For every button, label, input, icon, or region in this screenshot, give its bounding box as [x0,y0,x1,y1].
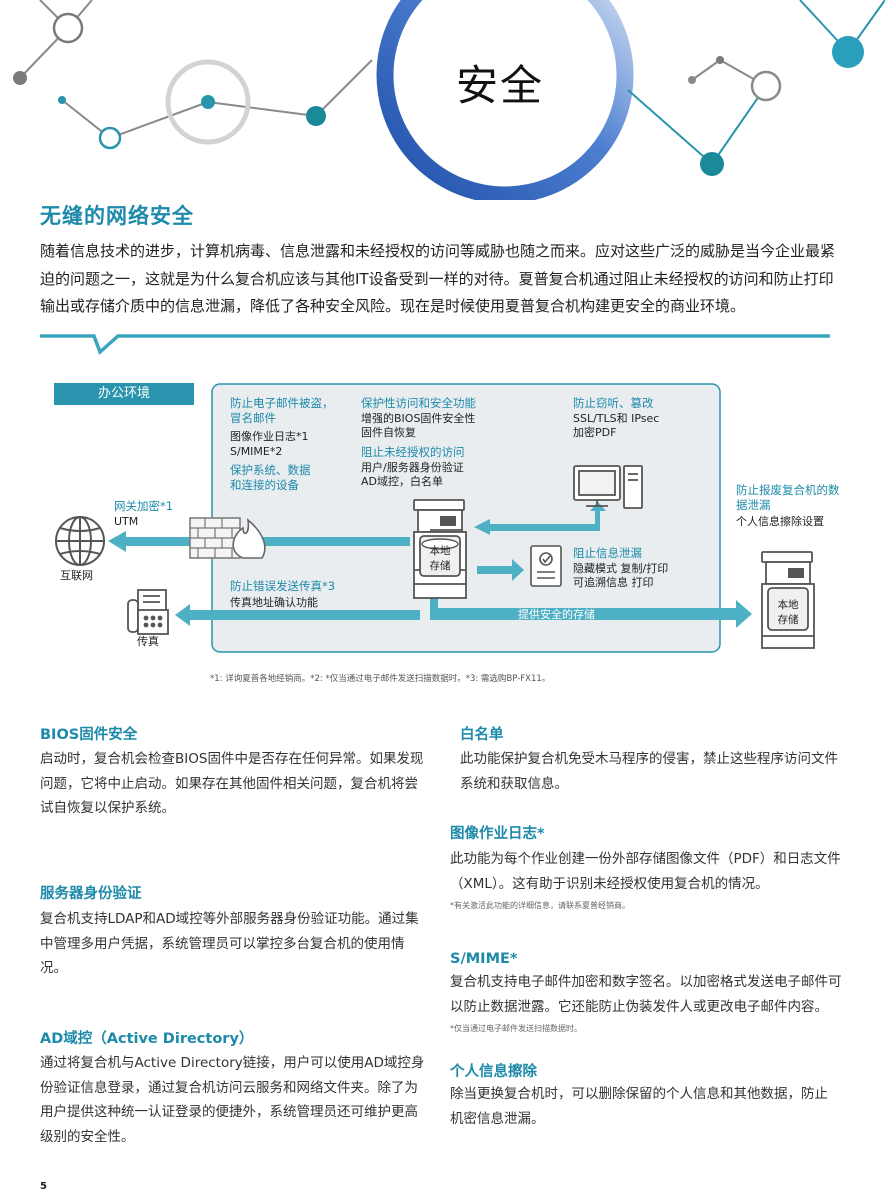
unauth-title: 阻止未经授权的访问 [361,445,465,459]
node [716,56,724,64]
smime-section-title: S/MIME* [450,951,518,967]
smime-section-body: 复合机支持电子邮件加密和数字签名。以加密格式发送电子邮件可以防止数据泄露。它还能… [450,974,842,1015]
smime-note: *仅当通过电子邮件发送扫描数据时。 [450,1024,582,1033]
auth-section-title: 服务器身份验证 [40,886,142,902]
intro-paragraph: 随着信息技术的进步，计算机病毒、信息泄露和未经授权的访问等威胁也随之而来。应对这… [40,242,836,315]
bios-title: 保护性访问和安全功能 [361,396,476,410]
node [201,95,215,109]
title-ring [376,0,634,200]
node [688,76,696,84]
fax-arrow [175,604,420,626]
storage-arrow [430,598,752,628]
page-title: 安全 [455,61,544,110]
bios-line1: 增强的BIOS固件安全性 [361,412,476,425]
node [306,106,326,126]
leak-arrow [477,559,524,581]
fax-label: 传真 [137,635,159,648]
globe-icon [55,516,105,566]
local-storage-label-disposal: 本地存储 [777,599,799,626]
page-number: 5 [40,1181,47,1192]
email-title: 防止电子邮件被盗，冒名邮件 [230,396,334,425]
storage-arrow-label: 提供安全的存储 [518,608,595,621]
node [700,152,724,176]
unauth-line1: 用户/服务器身份验证 [361,461,464,474]
computer-icon [573,465,643,509]
ad-section-title: AD域控（Active Directory） [40,1031,254,1047]
protect-devices-title: 保护系统、数据和连接的设备 [230,463,311,492]
leak-title: 阻止信息泄漏 [573,546,642,560]
secure-document-icon [530,545,562,587]
email-line2: S/MIME*2 [230,445,283,458]
computer-arrow [474,502,606,535]
joblog-section-body: 此功能为每个作业创建一份外部存储图像文件（PDF）和日志文件（XML）。这有助于… [450,851,841,892]
mfp-disposal-icon [761,551,815,649]
joblog-section-title: 图像作业日志* [450,826,545,842]
auth-section-body: 复合机支持LDAP和AD域控等外部服务器身份验证功能。通过集中管理多用户凭据，系… [40,911,419,976]
bios-section-body: 启动时，复合机会检查BIOS固件中是否存在任何异常。如果发现问题，它将中止启动。… [40,751,424,816]
node [52,12,84,44]
disposal-title: 防止报废复合机的数据泄漏 [736,483,840,512]
joblog-note: *有关激活此功能的详细信息，请联系夏普经销商。 [450,901,630,910]
eavesdrop-title: 防止窃听、篡改 [573,396,654,410]
node [98,126,122,150]
ad-section-body: 通过将复合机与Active Directory链接，用户可以使用AD域控身份验证… [40,1055,425,1145]
fax-misroute-line1: 传真地址确认功能 [230,596,318,609]
unauth-line2: AD域控，白名单 [361,475,443,488]
office-environment-tag: 办公环境 [54,383,194,405]
whitelist-section-body: 此功能保护复合机免受木马程序的侵害，禁止这些程序访问文件系统和获取信息。 [460,751,838,792]
eavesdrop-line1: SSL/TLS和 IPsec [573,412,660,425]
firewall-icon [189,517,266,559]
storage-cylinder [421,538,459,550]
eavesdrop-line2: 加密PDF [573,426,617,439]
erase-section-title: 个人信息擦除 [450,1064,537,1080]
header-decoration [13,0,885,200]
bios-section-title: BIOS固件安全 [40,727,138,743]
whitelist-section-title: 白名单 [460,727,504,743]
internet-label: 互联网 [60,569,93,582]
node [832,36,864,68]
node [13,71,27,85]
leak-line2: 可追溯信息 打印 [573,576,654,589]
security-diagram [40,334,830,653]
gateway-title: 网关加密*1 [114,499,174,513]
bios-line2: 固件自恢复 [361,426,416,439]
fax-misroute-title: 防止错误发送传真*3 [230,579,336,593]
email-line1: 图像作业日志*1 [230,430,309,443]
fax-icon [127,589,169,635]
leak-line1: 隐藏模式 复制/打印 [573,562,669,575]
disposal-line1: 个人信息擦除设置 [736,515,824,528]
gateway-sub: UTM [114,515,139,528]
node [750,70,782,102]
node [165,59,251,145]
node [58,96,66,104]
section-heading: 无缝的网络安全 [40,204,194,228]
callout-rule [40,334,830,356]
local-storage-label-office: 本地存储 [429,545,451,572]
diagram-footnote: *1: 详询夏普各地经销商。*2: *仅当通过电子邮件发送扫描数据时。*3: 需… [210,674,551,684]
erase-section-body: 除当更换复合机时，可以删除保留的个人信息和其他数据，防止机密信息泄漏。 [450,1086,828,1127]
